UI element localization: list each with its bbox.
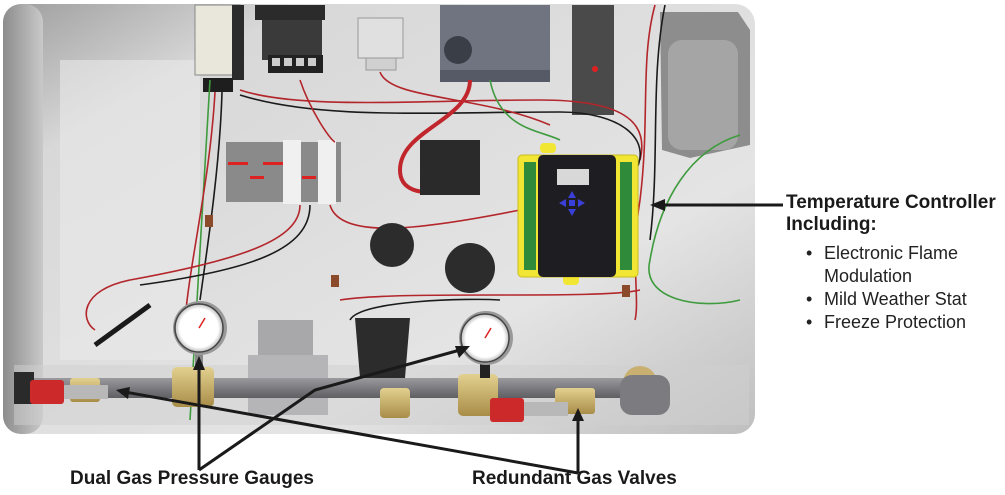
pressure-switch <box>370 223 414 267</box>
controller-callout-title-line1: Temperature Controller <box>786 192 996 213</box>
feature-item: • Mild Weather Stat <box>806 288 1005 311</box>
ball-valve-2 <box>490 398 568 422</box>
brass-tee <box>172 367 214 407</box>
select-key-icon <box>569 200 575 206</box>
controller-display <box>557 169 589 185</box>
pressure-gauge-1 <box>173 301 227 370</box>
blower-housing <box>660 12 750 158</box>
contactor <box>194 4 244 92</box>
brass-tee <box>458 374 498 416</box>
valves-callout-label: Redundant Gas Valves <box>472 468 677 489</box>
arrowhead-icon <box>572 408 584 421</box>
up-arrow-key-icon <box>568 191 576 198</box>
gauges-callout-label: Dual Gas Pressure Gauges <box>70 468 314 489</box>
pressure-gauge-2 <box>459 311 513 378</box>
valve1-callout-line <box>124 390 579 475</box>
callout-lines <box>124 203 783 475</box>
controller-callout-title: Temperature Controller Including: <box>786 192 996 236</box>
enclosure-left-wall <box>3 4 43 434</box>
burner-housing <box>355 318 410 378</box>
bullet-icon: • <box>806 312 813 332</box>
arrowhead-icon <box>193 356 205 370</box>
wire-clip <box>622 285 630 297</box>
arrowhead-icon <box>650 199 665 211</box>
arrowhead-icon <box>116 387 130 399</box>
arrowheads <box>116 199 665 421</box>
feature-text: Mild Weather Stat <box>824 289 967 309</box>
igniter-rod <box>93 302 152 348</box>
ignition-module <box>440 5 550 82</box>
transformer <box>255 5 325 73</box>
capacitor-box <box>420 140 480 195</box>
ball-valve-1 <box>30 380 108 404</box>
brass-union <box>380 388 410 418</box>
down-arrow-key-icon <box>568 209 576 216</box>
pressure-switch <box>445 243 495 293</box>
feature-item: • Electronic Flame Modulation <box>806 242 1005 288</box>
feature-text: Electronic Flame <box>824 243 959 263</box>
relay-box <box>357 17 404 71</box>
gauge2-callout-line <box>198 348 461 472</box>
right-arrow-key-icon <box>578 199 585 207</box>
feature-text-continued: Modulation <box>824 266 913 286</box>
wiring <box>85 4 741 421</box>
controller-feature-list: • Electronic Flame Modulation • Mild Wea… <box>806 242 1005 334</box>
controller-callout-title-line2: Including: <box>786 214 877 235</box>
temperature-controller <box>517 143 639 285</box>
bullet-icon: • <box>806 243 813 263</box>
feature-item: • Freeze Protection <box>806 311 1005 334</box>
left-arrow-key-icon <box>559 199 566 207</box>
arrowhead-icon <box>455 346 470 358</box>
wire-clip <box>331 275 339 287</box>
terminal-block <box>226 140 341 204</box>
feature-text: Freeze Protection <box>824 312 967 332</box>
sensor-box <box>572 5 614 115</box>
bullet-icon: • <box>806 289 813 309</box>
wire-clip <box>205 215 213 227</box>
